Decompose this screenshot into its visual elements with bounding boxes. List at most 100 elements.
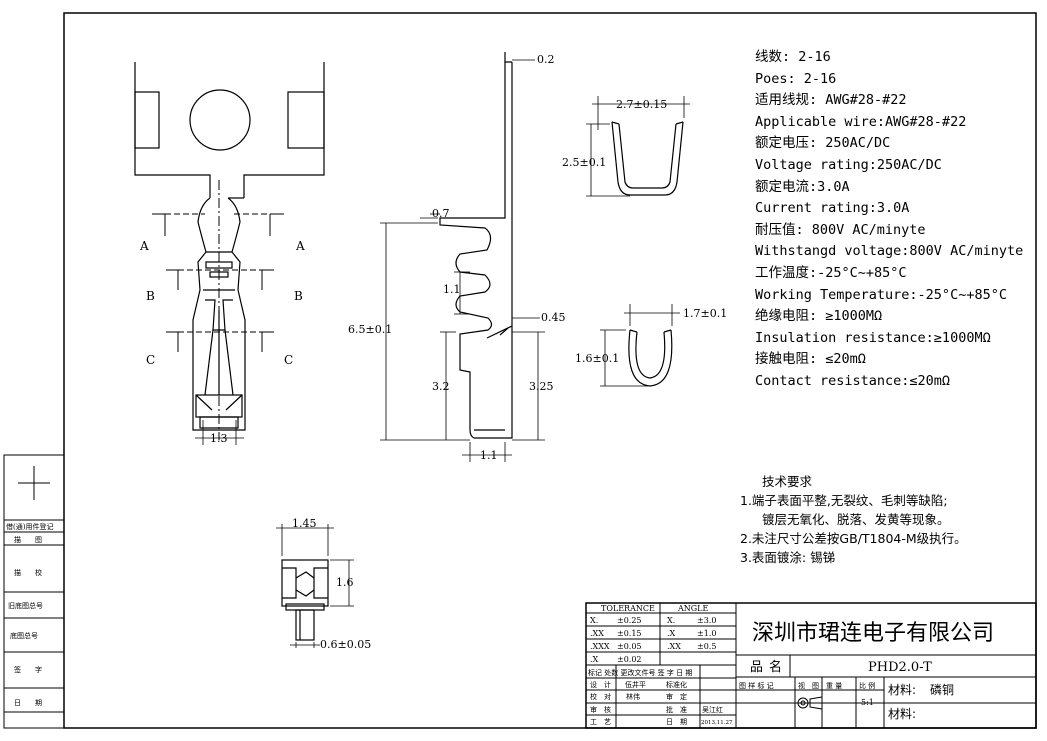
dim-2-7: 2.7±0.15 xyxy=(616,98,667,111)
note-item: 1.端子表面平整,无裂纹、毛刺等缺陷; xyxy=(740,493,948,508)
note-item: 3.表面镀涂: 锡锑 xyxy=(740,550,836,565)
spec-line: 适用线规: AWG#28-#22 xyxy=(755,92,907,109)
dim-3-2: 3.2 xyxy=(432,380,450,393)
tol-row-4-val: ±0.02 xyxy=(617,655,642,664)
spec-line: 绝缘电阻: ≥1000MΩ xyxy=(755,308,883,325)
material-value: 磷铜 xyxy=(930,682,954,697)
spec-line: 额定电流:3.0A xyxy=(755,178,850,195)
ang-row-2-key: .X xyxy=(667,629,676,638)
process-label: 工 艺 xyxy=(590,718,611,726)
audit-label: 审 核 xyxy=(590,705,611,714)
spec-line: 额定电压: 250AC/DC xyxy=(755,135,891,152)
std-label: 标准化 xyxy=(666,680,687,689)
terminal-end-view xyxy=(281,559,329,641)
spec-line: Insulation resistance:≥1000MΩ xyxy=(755,329,991,346)
dim-0-2: 0.2 xyxy=(537,53,555,66)
dim-1-3: 1.3 xyxy=(210,432,228,445)
dim-0-45: 0.45 xyxy=(541,311,566,324)
scale-label: 比 例 xyxy=(859,681,875,690)
spec-line: Contact resistance:≤20mΩ xyxy=(755,372,951,389)
strip-row-3: 描 校 xyxy=(14,568,42,577)
spec-line: Working Temperature:-25°C~+85°C xyxy=(755,286,1007,303)
checker-name: 林伟 xyxy=(626,692,640,701)
ang-row-3-val: ±0.5 xyxy=(697,642,716,651)
ang-row-1-val: ±3.0 xyxy=(697,616,716,625)
strip-row-6: 签 字 xyxy=(14,665,42,674)
section-view-upper xyxy=(611,121,684,196)
note-item: 镀层无氧化、脱落、发黄等现象。 xyxy=(762,512,950,527)
angle-header: ANGLE xyxy=(677,604,708,613)
dim-6-5: 6.5±0.1 xyxy=(348,323,392,336)
date-label: 日 期 xyxy=(666,718,687,726)
name-label: 品名 xyxy=(750,659,788,675)
section-view-lower xyxy=(628,329,673,387)
section-label-a-right: A xyxy=(295,239,305,253)
dim-1-1-lower: 1.1 xyxy=(480,449,498,462)
ang-row-3-key: .XX xyxy=(667,642,681,651)
section-label-c-left: C xyxy=(146,353,155,367)
terminal-top-view xyxy=(134,62,325,431)
change-row: 标记 处数 更改文件号 签 字 日 期 xyxy=(588,668,692,677)
strip-row-2: 描 图 xyxy=(14,535,42,544)
tol-row-3-val: ±0.05 xyxy=(617,642,642,651)
strip-row-1: 借(通)用件登记 xyxy=(6,522,53,531)
spec-line: 接触电阻: ≤20mΩ xyxy=(755,351,866,368)
stage-label: 图 样 标 记 xyxy=(739,681,774,690)
tol-row-3-key: .XXX xyxy=(590,642,610,651)
material-label: 材料: xyxy=(888,683,916,697)
note-item: 2.未注尺寸公差按GB/T1804-M级执行。 xyxy=(740,531,967,546)
dim-2-5: 2.5±0.1 xyxy=(562,156,606,169)
approver-name: 吴江红 xyxy=(702,705,723,714)
material2-label: 材料: xyxy=(888,707,916,721)
dim-1-1-upper: 1.1 xyxy=(443,283,461,296)
section-label-b-left: B xyxy=(146,289,155,303)
part-number: PHD2.0-T xyxy=(868,660,932,675)
strip-row-5: 底图总号 xyxy=(10,631,38,640)
view-label: 视 图 xyxy=(798,681,819,690)
section-label-c-right: C xyxy=(284,353,293,367)
spec-line: 耐压值: 800V AC/minyte xyxy=(755,221,926,238)
designer-name: 伍井平 xyxy=(625,680,646,689)
spec-line: 工作温度:-25°C~+85°C xyxy=(755,264,907,281)
drawing-frame xyxy=(63,12,1037,729)
company-name: 深圳市珺连电子有限公司 xyxy=(752,621,994,646)
ang-row-2-val: ±1.0 xyxy=(697,629,716,638)
section-markers xyxy=(152,180,284,440)
tol-row-1-key: X. xyxy=(590,616,598,625)
spec-line: Current rating:3.0A xyxy=(755,200,910,217)
section-label-a-left: A xyxy=(139,239,149,253)
weight-label: 重 量 xyxy=(826,682,842,690)
strip-row-7: 日 期 xyxy=(14,699,42,707)
tol-row-2-val: ±0.15 xyxy=(617,629,642,638)
dim-0-7: 0.7 xyxy=(432,207,450,220)
spec-line: 线数: 2-16 xyxy=(755,49,831,65)
dim-0-6: 0.6±0.05 xyxy=(320,638,371,651)
tol-row-1-val: ±0.25 xyxy=(617,616,642,625)
technical-notes: 技术要求 1.端子表面平整,无裂纹、毛刺等缺陷; 镀层无氧化、脱落、发黄等现象。… xyxy=(740,472,967,567)
dim-1-45: 1.45 xyxy=(292,517,317,530)
section-label-b-right: B xyxy=(294,289,303,303)
scale-value: 5:1 xyxy=(861,698,874,707)
projection-symbol-icon xyxy=(797,696,823,710)
tol-row-4-key: .X xyxy=(590,655,599,664)
notes-title: 技术要求 xyxy=(762,474,813,489)
spec-list: 线数: 2-16 Poes: 2-16 适用线规: AWG#28-#22 App… xyxy=(755,47,1040,393)
spec-line: Applicable wire:AWG#28-#22 xyxy=(755,113,967,130)
dim-3-25: 3.25 xyxy=(529,380,554,393)
dim-1-6-section: 1.6±0.1 xyxy=(575,352,619,365)
tolerance-header: TOLERANCE xyxy=(601,604,655,613)
title-block-grid xyxy=(585,602,1037,729)
ang-row-1-key: X. xyxy=(667,616,675,625)
left-strip xyxy=(3,454,65,729)
approve-label: 批 准 xyxy=(666,705,687,714)
review-label: 审 定 xyxy=(666,692,687,701)
strip-row-4: 旧底图总号 xyxy=(8,601,43,610)
design-label: 设 计 xyxy=(590,680,611,689)
spec-line: Voltage rating:250AC/DC xyxy=(755,156,942,173)
terminal-side-view xyxy=(439,52,513,439)
dim-1-6-end: 1.6 xyxy=(336,576,354,589)
tol-row-2-key: .XX xyxy=(590,629,604,638)
date-value: 2013.11.27 xyxy=(701,720,733,726)
spec-line: Poes: 2-16 xyxy=(755,70,837,87)
